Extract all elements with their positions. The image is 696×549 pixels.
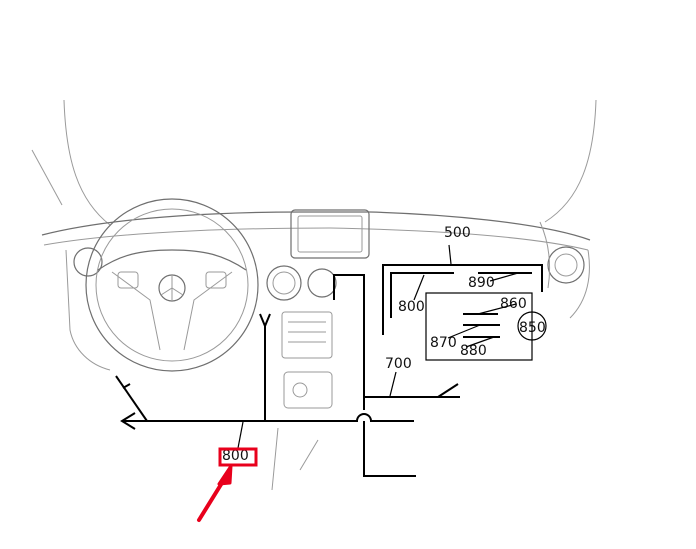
label-800-upper: 800 [398, 299, 425, 315]
branch-diagonal [115, 375, 148, 422]
dashboard-top-inner [43, 227, 589, 251]
steering-wheel-emblem [158, 274, 186, 302]
steering-wheel-outer [85, 198, 259, 372]
display-screen [290, 209, 370, 259]
vent-center-left [266, 265, 302, 301]
branch-diagonal-tick [122, 383, 131, 389]
console-lower [283, 371, 333, 409]
vent-left [73, 247, 103, 277]
main-bus [122, 413, 414, 422]
label-800-lower: 800 [222, 448, 249, 464]
steering-wheel-top-spoke [97, 249, 247, 271]
wheel-buttons-right [205, 271, 227, 289]
leader-700 [389, 371, 397, 397]
label-870: 870 [430, 335, 457, 351]
steering-wheel-spokes [111, 271, 233, 351]
wheel-buttons-left [117, 271, 139, 289]
module-box [425, 292, 533, 361]
label-700: 700 [385, 356, 412, 372]
bracket-500 [382, 264, 543, 335]
label-860: 860 [500, 296, 527, 312]
label-500: 500 [444, 225, 471, 241]
leader-860 [477, 303, 517, 315]
channel-upper [333, 274, 365, 410]
label-890: 890 [468, 275, 495, 291]
leader-880 [465, 336, 495, 348]
branch-700-tick [437, 383, 459, 398]
dashboard-top [41, 211, 591, 241]
console-panel [281, 311, 333, 359]
label-880: 880 [460, 343, 487, 359]
steering-wheel-inner [95, 208, 249, 362]
leader-500 [448, 244, 452, 265]
windshield-right-edge [544, 99, 597, 223]
vent-center-left-inner [272, 271, 296, 295]
windshield-left-edge [63, 99, 111, 226]
console-knob [292, 382, 308, 398]
bracket-800 [390, 272, 454, 318]
a-pillar-left [31, 149, 63, 206]
leader-800-upper [413, 274, 425, 301]
vent-right-inner [554, 253, 578, 277]
channel-lower [363, 421, 416, 477]
dashboard-left-side [65, 249, 111, 371]
leader-800-lower [237, 421, 244, 449]
highlight-arrow-head [217, 464, 233, 486]
dashboard-right-side [569, 249, 590, 319]
bus-arrow-left [120, 412, 136, 430]
highlight-box [218, 447, 258, 467]
vent-right [547, 246, 585, 284]
circle-850 [517, 311, 547, 341]
dashboard-sketch [31, 99, 597, 491]
leader-870 [447, 324, 481, 339]
block-diagram [115, 244, 547, 477]
vent-center-right [307, 268, 337, 298]
leader-890 [489, 272, 519, 282]
emblem-star [160, 276, 184, 300]
glovebox-edge [539, 221, 551, 289]
display-screen-inner [297, 215, 363, 253]
console-shift-area [271, 427, 319, 491]
antenna-fork [259, 313, 271, 329]
